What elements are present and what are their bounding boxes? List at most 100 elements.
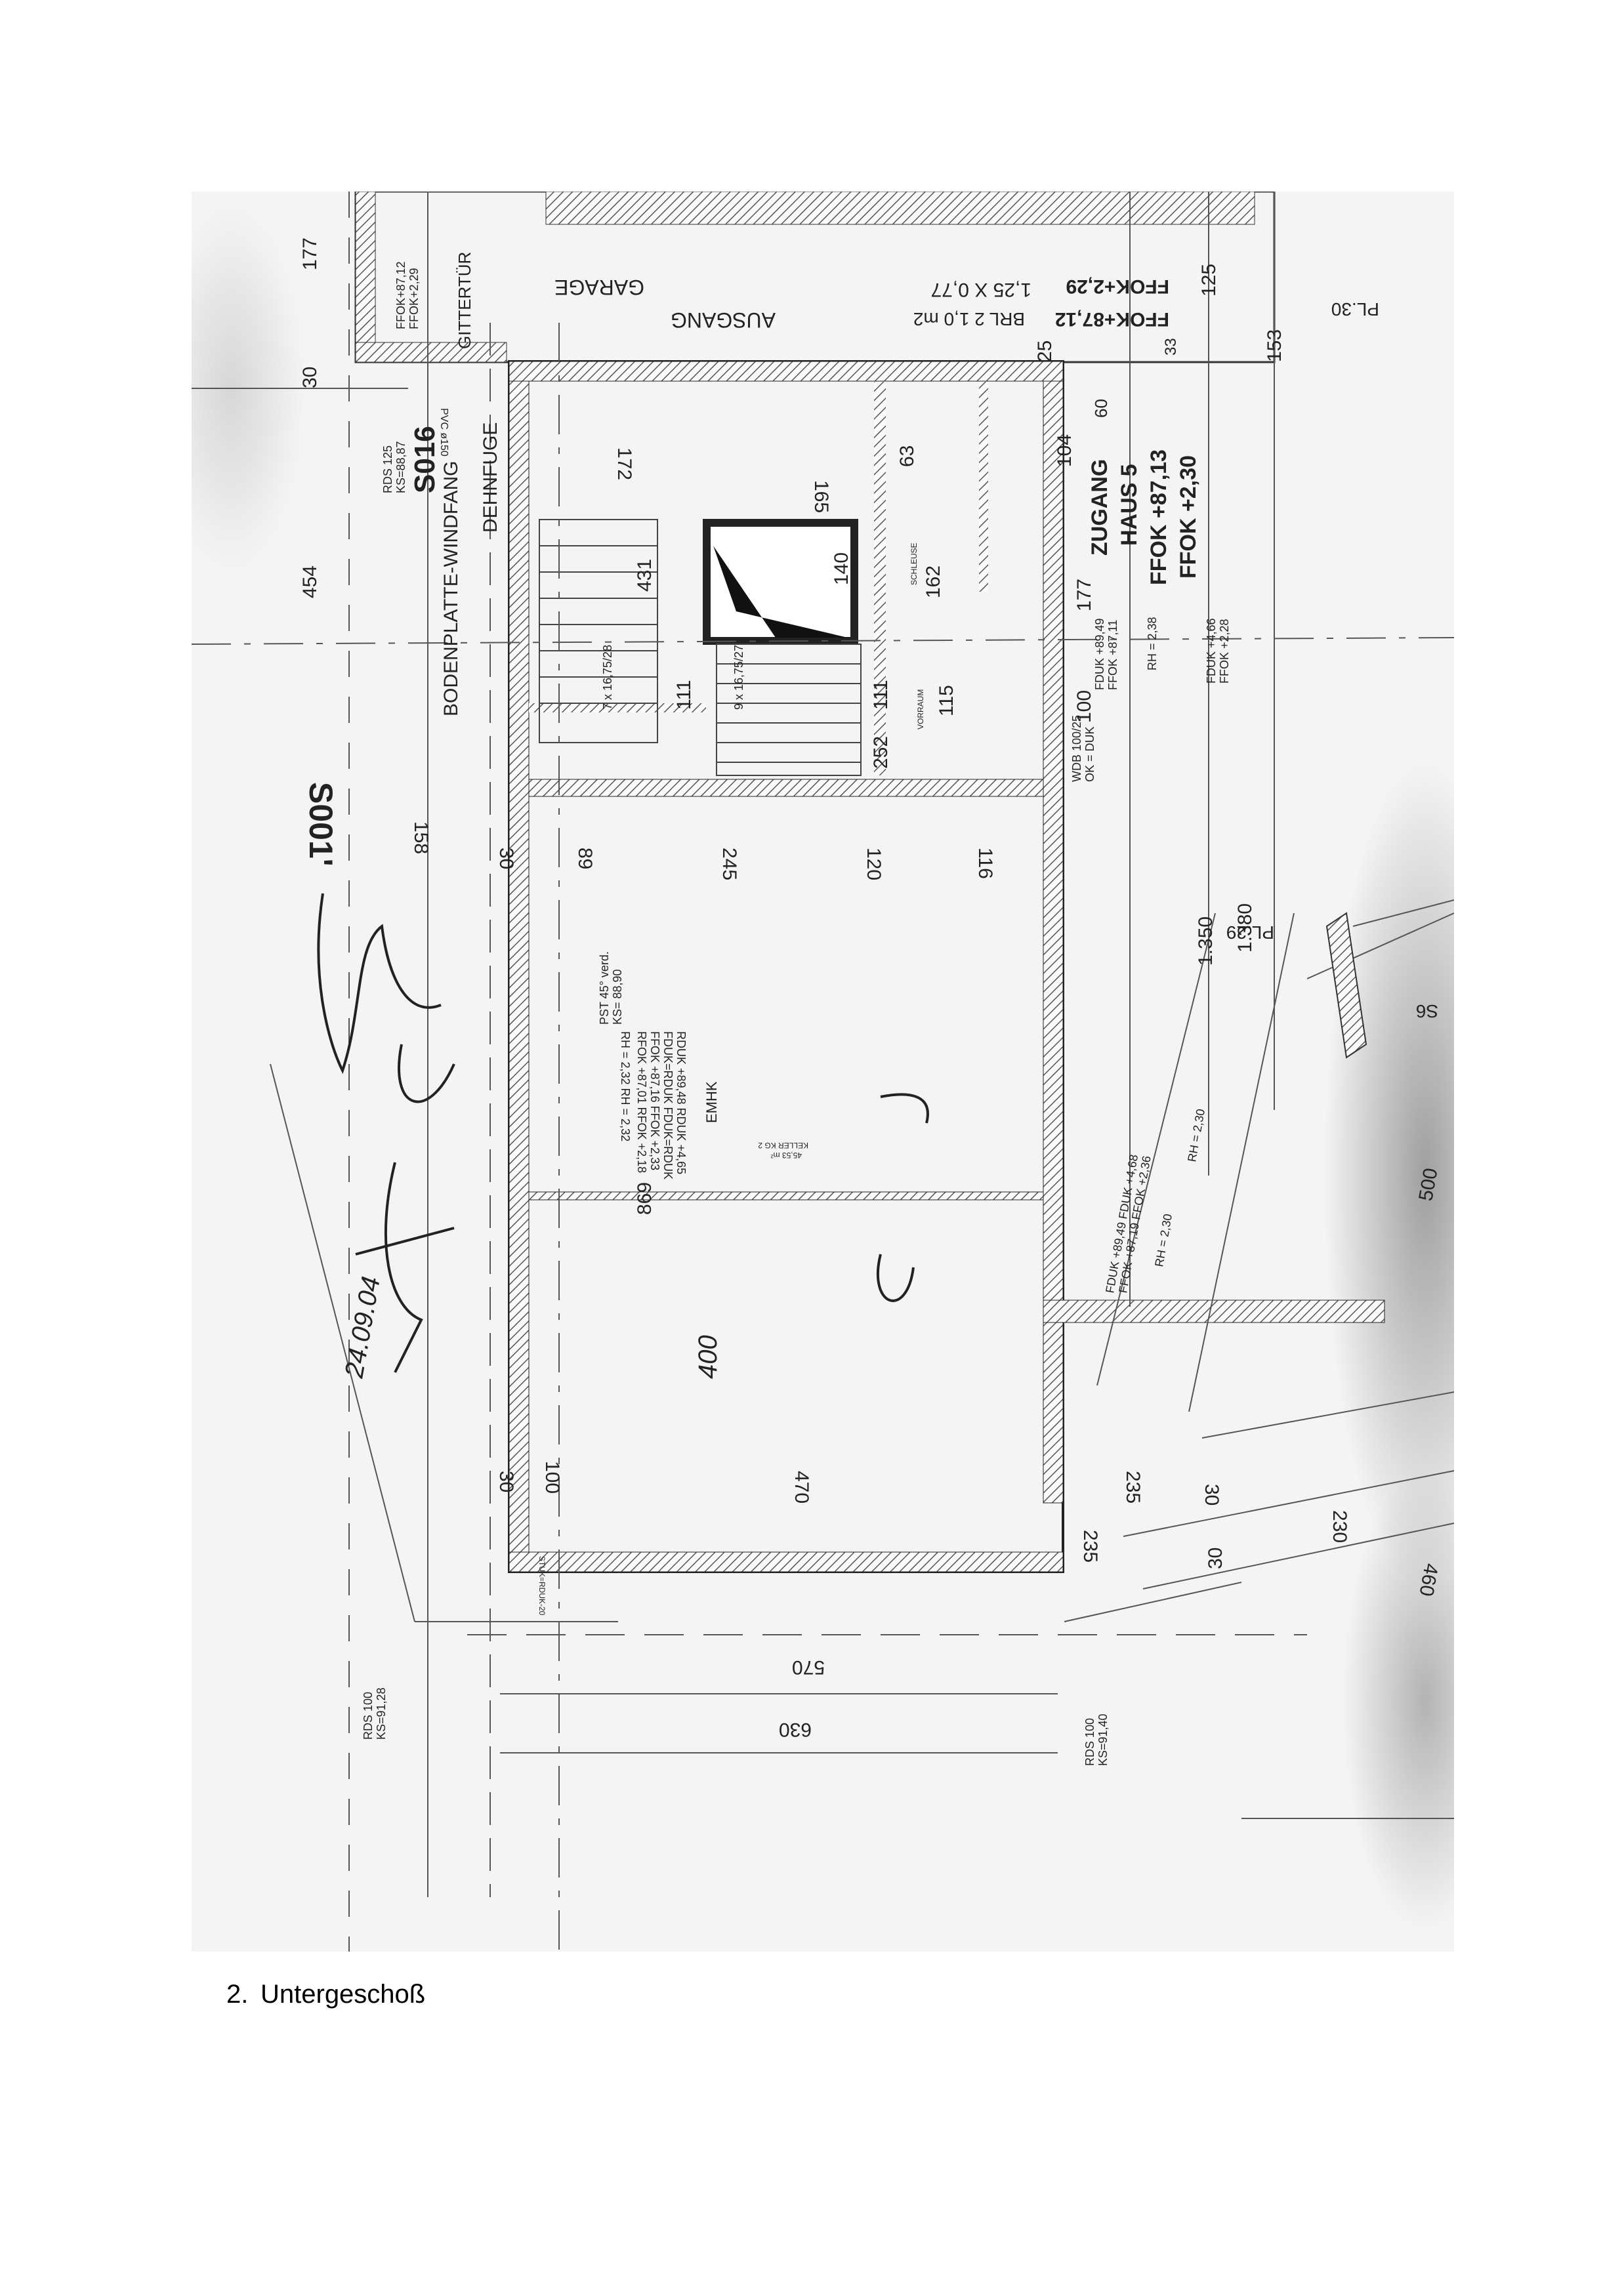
dim: 158 [410,821,432,854]
label-vorraum: VORRAUM [916,689,925,729]
label-s001: S001' [302,782,339,867]
label-stuk: STUK=RDUK-20 [537,1556,547,1616]
label-stair1: 7 x 16,75/28 [601,645,614,710]
label-pst: PST 45° verd. [598,951,611,1025]
dim: 104 [1054,434,1075,467]
caption-number: 2. [226,1980,249,2009]
dim: 165 [810,480,832,513]
dim: 245 [718,848,740,880]
label-ffok-top-2: FFOK+2,29 [407,268,421,329]
dim: 235 [1122,1471,1144,1504]
dim: 120 [863,848,885,880]
dim: 470 [791,1471,812,1504]
dim: 115 [936,685,957,716]
dim: 100 [541,1461,563,1494]
label-rh-230a: RH = 2,30 [1152,1213,1175,1268]
dim: 153 [1264,329,1285,362]
dim: 177 [299,237,321,270]
dim: 177 [1073,579,1095,611]
label-ffok-keller: FFOK +87,16 FFOK +2,33 [648,1031,661,1170]
dim: 30 [495,848,517,869]
handwritten-signature [317,893,929,1373]
dim: 1.380 [1234,903,1256,953]
dim: 400 [694,1335,722,1379]
label-ks9128: KS=91,28 [375,1687,388,1740]
label-zugang: ZUGANG [1087,459,1112,556]
label-ffok-1: FFOK +87,11 [1106,620,1119,690]
floor-plan-drawing: S016 S001' BODENPLATTE-WINDFANG DEHNFUGE… [192,192,1454,1952]
label-s016: S016 [409,426,441,493]
handwritten-date: 24.09.04 [339,1275,386,1381]
label-pl30: PL.30 [1331,299,1379,319]
label-ffok-garage-1: FFOK+2,29 [1066,276,1169,297]
dim: 230 [1329,1510,1350,1543]
label-keller: KELLER KG 2 [758,1141,808,1150]
dim: 162 [923,565,944,598]
label-rfok: RFOK +87,01 RFOK +2,18 [635,1031,648,1173]
label-gittertuer: GITTERTÜR [455,252,474,349]
label-ks8887: KS=88,87 [394,441,407,493]
dim: 30 [1201,1484,1222,1506]
floor-plan-scan: S016 S001' BODENPLATTE-WINDFANG DEHNFUGE… [192,192,1454,1952]
label-ffok-garage-2: FFOK+87,12 [1055,308,1169,330]
dim: 125 [1198,264,1220,297]
label-pl29: PL.29 [1226,922,1274,943]
dimension-labels: 177 30 454 158 30 89 245 120 116 869 400… [299,237,1442,1740]
garage-walls [354,192,1276,363]
label-rds125: RDS 125 [381,445,394,493]
dim: 252 [870,736,892,769]
label-bodenplatte: BODENPLATTE-WINDFANG [440,461,462,716]
building-walls [508,360,1385,1573]
dim: 172 [614,447,635,480]
label-rds100a: RDS 100 [362,1692,375,1740]
label-rh-keller: RH = 2,32 RH = 2,32 [619,1031,632,1141]
label-keller-area: 45,53 m² [771,1151,802,1160]
figure-caption: 2. Untergeschoß [226,1980,425,2009]
dim: 33 [1162,338,1180,356]
caption-text: Untergeschoß [260,1980,426,2009]
label-ks9140: KS=91,40 [1096,1713,1110,1766]
label-rh-230b: RH = 2,30 [1185,1108,1207,1163]
dim: 63 [896,445,918,467]
label-ffok-zugang-2: FFOK +2,30 [1176,455,1201,579]
label-dehnfuge: DEHNFUGE [480,422,501,533]
dim: 630 [779,1719,812,1740]
dim: 460 [1415,1562,1442,1598]
dim: 30 [299,367,321,388]
dim: 140 [831,552,852,585]
dim: 89 [574,848,596,869]
dimension-lines [192,192,1454,1952]
label-ffok-2: FFOK +2,28 [1218,619,1231,684]
label-ks8890: KS= 88,90 [611,969,624,1025]
label-stair2: 9 x 16,75/27 [732,645,745,710]
label-brl: BRL 2 1,0 m2 [913,309,1025,329]
label-window: 1,25 X 0,77 [931,279,1031,300]
dim: 116 [974,848,996,879]
label-rds100b: RDS 100 [1083,1718,1096,1766]
label-schleuse: SCHLEUSE [909,543,919,585]
label-garage: GARAGE [554,276,644,299]
label-haus: HAUS 5 [1117,464,1142,546]
label-ffok-zugang-1: FFOK +87,13 [1146,449,1171,585]
plan-labels: S016 S001' BODENPLATTE-WINDFANG DEHNFUGE… [302,252,1438,1766]
dim: 25 [1034,340,1056,362]
dim: 235 [1079,1530,1101,1563]
dim: 111 [870,680,892,710]
label-fduk-rduk: FDUK=RDUK FDUK=RDUK [661,1031,675,1179]
dim: 570 [792,1656,825,1678]
dim: 1.350 [1195,916,1217,966]
label-pvc: PVC ø150 [438,408,449,457]
dim: 500 [1415,1166,1442,1202]
stairs [539,519,862,776]
dim: 60 [1091,399,1111,418]
label-ffok-top-1: FFOK+87,12 [394,261,407,329]
label-s6: S6 [1416,1001,1438,1021]
dim: 869 [634,1182,656,1215]
label-wdb: WDB 100/25 [1070,715,1083,782]
label-ok-duk: OK = DUK [1083,726,1096,782]
label-rduk: RDUK +89,48 RDUK +4,65 [675,1031,688,1174]
dim: 431 [634,559,656,592]
dim: 30 [1205,1548,1226,1569]
label-emhk: EMHK [703,1081,720,1123]
dim: 100 [1073,690,1095,723]
